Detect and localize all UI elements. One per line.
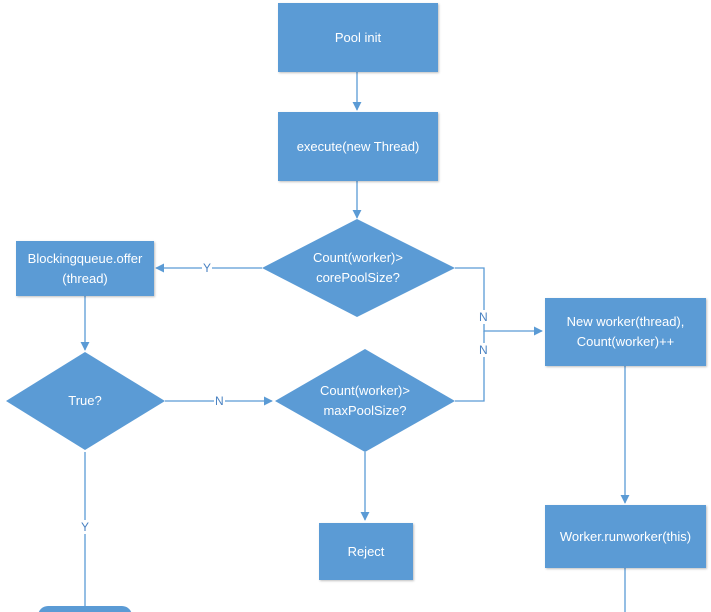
run-worker-label: Worker.runworker(this) xyxy=(559,528,692,544)
core-check-diamond xyxy=(262,219,455,317)
true-check-diamond xyxy=(6,352,165,450)
reject-node: Reject xyxy=(319,523,413,580)
pool-init-node: Pool init xyxy=(278,3,438,72)
core-no-label: N xyxy=(478,310,489,324)
new-worker-label: New worker(thread), Count(worker)++ xyxy=(566,314,685,349)
pool-init-label: Pool init xyxy=(334,29,382,45)
execute-node: execute(new Thread) xyxy=(278,112,438,181)
reject-label: Reject xyxy=(347,543,385,559)
core-yes-label: Y xyxy=(202,261,213,275)
offer-label: Blockingqueue.offer (thread) xyxy=(27,250,143,286)
true-yes-label: Y xyxy=(80,520,91,534)
edge-max-no-to-new-worker xyxy=(455,331,485,402)
edge-core-no-to-new-worker xyxy=(455,267,543,336)
max-check-diamond xyxy=(275,349,455,452)
run-worker-node: Worker.runworker(this) xyxy=(545,505,706,568)
bottom-node xyxy=(38,606,132,612)
execute-label: execute(new Thread) xyxy=(296,138,420,154)
true-no-label: N xyxy=(214,394,225,408)
max-no-label: N xyxy=(478,343,489,357)
offer-node: Blockingqueue.offer (thread) xyxy=(16,241,154,296)
new-worker-node: New worker(thread), Count(worker)++ xyxy=(545,298,706,366)
